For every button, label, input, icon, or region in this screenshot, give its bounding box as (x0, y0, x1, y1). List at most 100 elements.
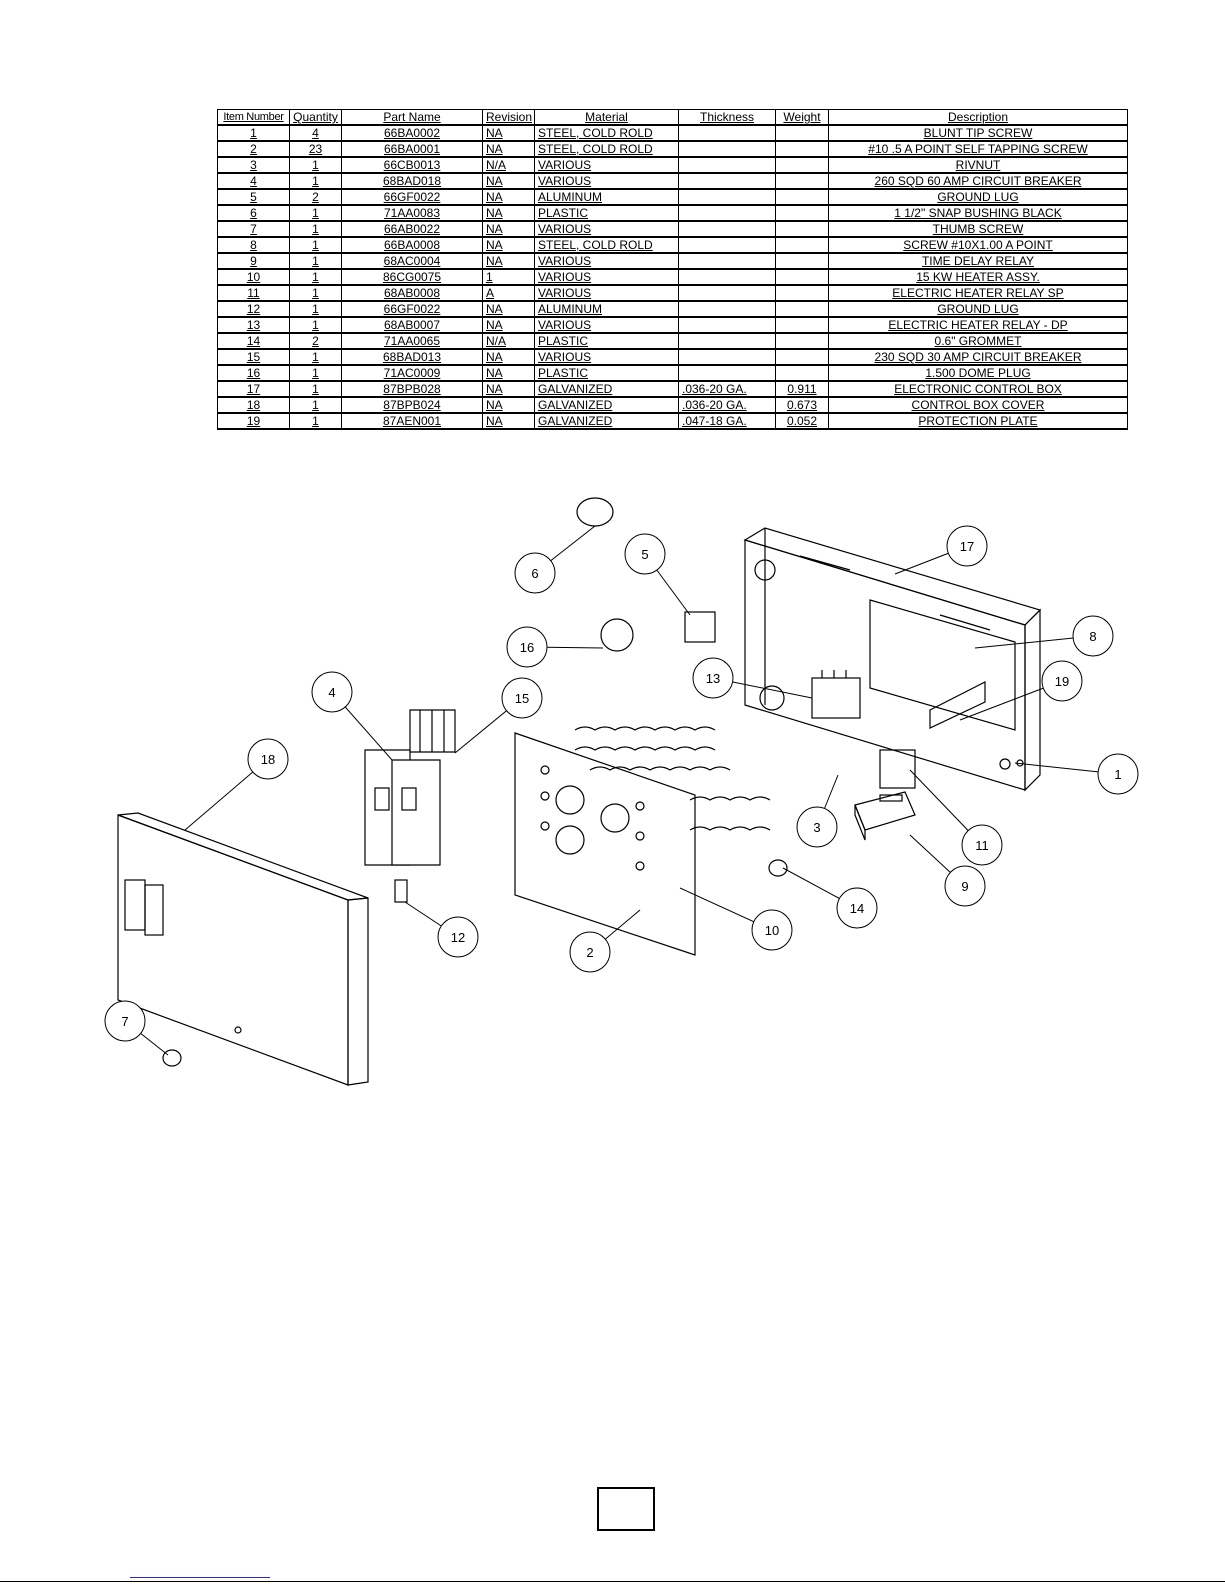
ground-lug-2-drawing (394, 879, 408, 903)
balloon-3: 3 (796, 774, 839, 848)
table-cell: 2 (289, 188, 342, 206)
table-cell: 66BA0008 (341, 236, 483, 254)
table-cell: 12 (217, 300, 290, 318)
grommet-drawing (768, 859, 788, 877)
table-cell (678, 348, 776, 366)
balloon-circle (836, 887, 878, 929)
balloon-circle (514, 552, 556, 594)
table-cell (678, 236, 776, 254)
table-cell: 6 (217, 204, 290, 222)
table-cell (775, 124, 829, 142)
balloon-circle (961, 824, 1003, 866)
snap-bushing-drawing (576, 497, 614, 527)
balloon-label: 18 (261, 752, 275, 767)
table-cell: ELECTRIC HEATER RELAY - DP (828, 316, 1128, 334)
balloon-label: 16 (520, 640, 534, 655)
table-cell (678, 364, 776, 382)
balloon-18: 18 (184, 738, 289, 831)
balloon-label: 8 (1089, 629, 1096, 644)
table-cell: 4 (217, 172, 290, 190)
balloon-circle (1072, 615, 1114, 657)
table-cell: NA (482, 380, 535, 398)
balloon-circle (692, 657, 734, 699)
table-cell (775, 364, 829, 382)
table-cell (775, 268, 829, 286)
table-cell: ALUMINUM (534, 188, 679, 206)
column-header: Revision (482, 109, 535, 126)
time-delay-relay-drawing (854, 791, 916, 841)
table-cell: 2 (217, 140, 290, 158)
table-cell: NA (482, 220, 535, 238)
table-cell (678, 156, 776, 174)
table-cell (775, 300, 829, 318)
table-cell: 10 (217, 268, 290, 286)
table-cell: N/A (482, 332, 535, 350)
balloon-circle (247, 738, 289, 780)
table-cell: 4 (289, 124, 342, 142)
table-cell: 0.673 (775, 396, 829, 414)
table-cell: 15 (217, 348, 290, 366)
heater-assembly-drawing (514, 726, 771, 956)
table-cell: PLASTIC (534, 332, 679, 350)
table-cell: 1 (289, 172, 342, 190)
table-cell: NA (482, 172, 535, 190)
table-cell (775, 252, 829, 270)
column-header: Part Name (341, 109, 483, 126)
circuit-breakers-drawing (364, 709, 456, 866)
table-cell (775, 188, 829, 206)
table-cell: 68BAD013 (341, 348, 483, 366)
balloon-circle (624, 533, 666, 575)
table-cell: VARIOUS (534, 316, 679, 334)
table-cell: VARIOUS (534, 252, 679, 270)
table-cell: 16 (217, 364, 290, 382)
table-cell: PROTECTION PLATE (828, 412, 1128, 430)
balloon-12: 12 (404, 901, 479, 958)
table-cell: 71AC0009 (341, 364, 483, 382)
balloon-16: 16 (506, 626, 604, 668)
table-cell (775, 140, 829, 158)
balloon-13: 13 (692, 657, 813, 699)
table-cell (775, 316, 829, 334)
table-cell: 9 (217, 252, 290, 270)
balloon-17: 17 (894, 525, 988, 575)
balloon-circle (751, 909, 793, 951)
table-cell (678, 124, 776, 142)
table-cell: 17 (217, 380, 290, 398)
table-cell: NA (482, 124, 535, 142)
table-cell: VARIOUS (534, 284, 679, 302)
balloon-circle (1097, 753, 1139, 795)
table-cell: NA (482, 188, 535, 206)
table-cell: 19 (217, 412, 290, 430)
table-cell: 3 (217, 156, 290, 174)
table-cell: GROUND LUG (828, 188, 1128, 206)
table-cell: 68AC0004 (341, 252, 483, 270)
table-cell (678, 140, 776, 158)
table-cell: 23 (289, 140, 342, 158)
table-cell: NA (482, 300, 535, 318)
column-header: Thickness (678, 109, 776, 126)
table-cell: 68AB0008 (341, 284, 483, 302)
table-cell: 230 SQD 30 AMP CIRCUIT BREAKER (828, 348, 1128, 366)
balloon-circle (506, 626, 548, 668)
control-box-cover-drawing (117, 812, 369, 1086)
table-cell: 1 (289, 220, 342, 238)
table-cell (775, 204, 829, 222)
table-cell: 71AA0065 (341, 332, 483, 350)
column-header: Item Number (217, 109, 290, 126)
table-cell: GALVANIZED (534, 396, 679, 414)
table-cell: 68AB0007 (341, 316, 483, 334)
table-cell: ELECTRIC HEATER RELAY SP (828, 284, 1128, 302)
table-cell: NA (482, 316, 535, 334)
